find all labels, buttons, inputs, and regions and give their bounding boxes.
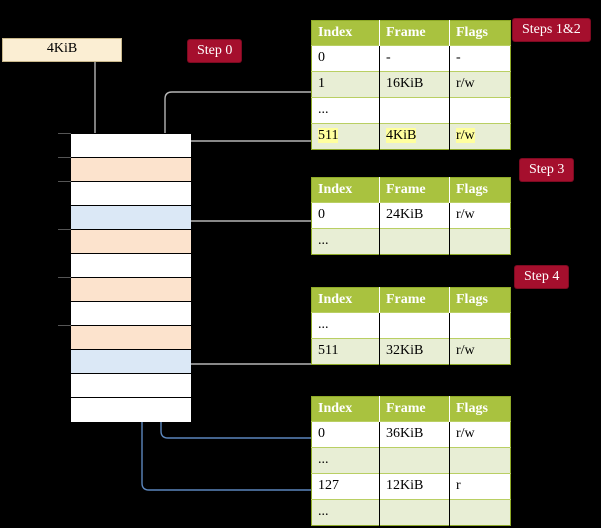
badge-step-4: Step 4 (515, 266, 569, 288)
memory-column (70, 133, 191, 422)
cell-flags (449, 447, 511, 474)
cell-frame: - (379, 45, 450, 72)
cell-index: ... (311, 97, 380, 124)
cell-flags (449, 228, 511, 255)
memory-row (71, 374, 191, 398)
cell-index: ... (311, 447, 380, 474)
column-header-frame: Frame (379, 396, 450, 422)
cell-flags (449, 97, 511, 124)
badge-label: Step 0 (197, 43, 233, 58)
cell-frame (379, 499, 450, 526)
cell-index: ... (311, 228, 380, 255)
memory-row (71, 206, 191, 230)
memory-tick (58, 229, 71, 230)
cell-frame (379, 312, 450, 339)
table-header-row: Index Frame Flags (311, 20, 511, 46)
cell-frame (379, 97, 450, 124)
memory-tick (58, 277, 71, 278)
wire-pdpt-row0-to-memory (175, 220, 311, 249)
cell-flags: r/w (449, 71, 511, 98)
page-table-pdpt: Index Frame Flags 0 24KiB r/w ... (311, 177, 511, 255)
memory-row (71, 134, 191, 158)
column-header-flags: Flags (449, 287, 511, 313)
column-header-index: Index (311, 396, 380, 422)
cell-flags: r (449, 473, 511, 500)
cell-index: 511 (311, 338, 380, 365)
table-row: 0 36KiB r/w (311, 421, 511, 448)
cell-index: 127 (311, 473, 380, 500)
badge-label: Step 3 (529, 162, 565, 177)
memory-row (71, 278, 191, 302)
cell-frame: 36KiB (379, 421, 450, 448)
table-row: ... (311, 312, 511, 339)
memory-row (71, 398, 191, 422)
badge-steps-1-2: Steps 1&2 (513, 19, 590, 41)
table-row: ... (311, 447, 511, 474)
table-row: ... (311, 499, 511, 526)
cell-flags: r/w (449, 202, 511, 229)
page-box-4kib: 4KiB (2, 38, 122, 62)
cell-flags: r/w (449, 421, 511, 448)
column-header-frame: Frame (379, 287, 450, 313)
memory-row (71, 182, 191, 206)
cell-flags: r/w (449, 338, 511, 365)
table-row: 0 24KiB r/w (311, 202, 511, 229)
column-header-flags: Flags (449, 20, 511, 46)
cell-index: 1 (311, 71, 380, 98)
cell-frame: 4KiB (379, 123, 450, 150)
table-header-row: Index Frame Flags (311, 287, 511, 313)
cell-frame: 24KiB (379, 202, 450, 229)
badge-label: Steps 1&2 (522, 22, 581, 37)
page-table-pt: Index Frame Flags 0 36KiB r/w ... 127 12… (311, 396, 511, 526)
cell-flags (449, 499, 511, 526)
column-header-flags: Flags (449, 396, 511, 422)
memory-tick (58, 133, 71, 134)
memory-row (71, 230, 191, 254)
cell-frame: 12KiB (379, 473, 450, 500)
cell-index: 0 (311, 421, 380, 448)
page-table-pd: Index Frame Flags ... 511 32KiB r/w (311, 287, 511, 365)
table-row: 511 32KiB r/w (311, 338, 511, 365)
cell-index: 0 (311, 45, 380, 72)
table-header-row: Index Frame Flags (311, 177, 511, 203)
badge-step-3: Step 3 (520, 159, 574, 181)
table-row: 1 16KiB r/w (311, 71, 511, 98)
cell-frame: 16KiB (379, 71, 450, 98)
memory-row (71, 254, 191, 278)
memory-row (71, 326, 191, 350)
memory-tick (58, 157, 71, 158)
memory-row (71, 350, 191, 374)
page-box-label: 4KiB (46, 41, 78, 56)
cell-frame (379, 228, 450, 255)
table-header-row: Index Frame Flags (311, 396, 511, 422)
column-header-index: Index (311, 20, 380, 46)
memory-row (71, 158, 191, 182)
table-row-highlighted: 511 4KiB r/w (311, 123, 511, 150)
cell-index: ... (311, 312, 380, 339)
memory-row (71, 302, 191, 326)
page-table-pml4: Index Frame Flags 0 - - 1 16KiB r/w ... (311, 20, 511, 150)
cell-index: ... (311, 499, 380, 526)
cell-flags: - (449, 45, 511, 72)
badge-label: Step 4 (524, 269, 560, 284)
column-header-index: Index (311, 287, 380, 313)
column-header-flags: Flags (449, 177, 511, 203)
table-row: ... (311, 228, 511, 255)
cell-index: 511 (311, 123, 380, 150)
cell-index: 0 (311, 202, 380, 229)
cell-flags (449, 312, 511, 339)
table-row: 127 12KiB r (311, 473, 511, 500)
memory-tick (58, 181, 71, 182)
cell-flags: r/w (449, 123, 511, 150)
table-row: 0 - - (311, 45, 511, 72)
column-header-index: Index (311, 177, 380, 203)
badge-step-0: Step 0 (188, 40, 242, 62)
cell-frame: 32KiB (379, 338, 450, 365)
table-row: ... (311, 97, 511, 124)
column-header-frame: Frame (379, 177, 450, 203)
memory-tick (58, 325, 71, 326)
cell-frame (379, 447, 450, 474)
column-header-frame: Frame (379, 20, 450, 46)
